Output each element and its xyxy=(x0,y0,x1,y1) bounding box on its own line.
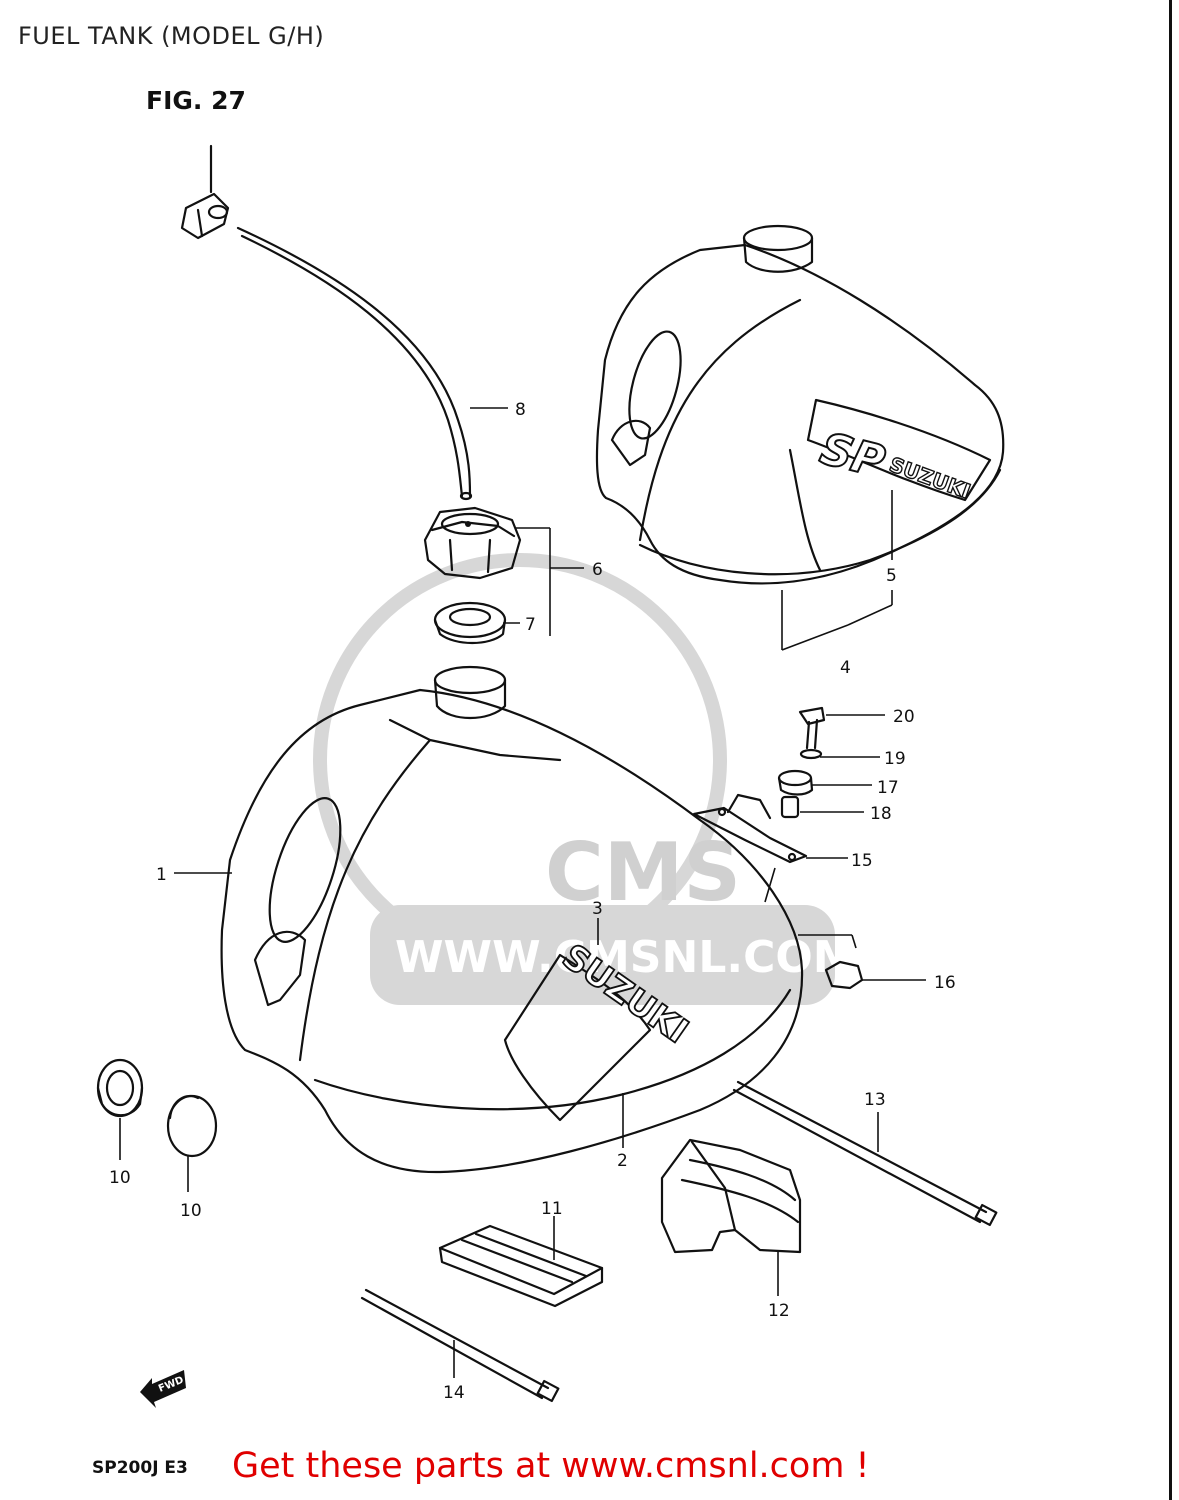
tank-cushion xyxy=(438,1216,604,1308)
fuel-cap xyxy=(423,506,522,580)
callout-3: 3 xyxy=(592,899,603,919)
forward-arrow-icon: FWD xyxy=(140,1370,186,1408)
promo-link[interactable]: Get these parts at www.cmsnl.com ! xyxy=(232,1446,870,1486)
mount-nut xyxy=(824,960,926,990)
figure-label: FIG. 27 xyxy=(146,86,246,115)
mounting-hardware xyxy=(692,706,885,949)
callout-10b: 10 xyxy=(180,1201,202,1221)
upper-tank-logo: SP xyxy=(815,423,889,488)
damper-b xyxy=(166,1094,218,1192)
callout-6: 6 xyxy=(592,560,603,580)
watermark-brand: CMS xyxy=(545,826,741,919)
cable-tie-a xyxy=(732,1080,998,1227)
callouts: 1 2 3 4 5 6 7 8 10 10 11 12 13 14 15 16 … xyxy=(109,400,956,1403)
callout-17: 17 xyxy=(877,778,899,798)
callout-7: 7 xyxy=(525,615,536,635)
damper-a xyxy=(96,1058,144,1160)
fuel-tank-upper: SP SUZUKI xyxy=(595,224,1005,651)
cap-gasket xyxy=(433,601,507,644)
bracket-6-7 xyxy=(503,527,584,636)
callout-14: 14 xyxy=(443,1383,465,1403)
callout-20: 20 xyxy=(893,707,915,727)
rubber-cover xyxy=(660,1138,802,1296)
hose-clip xyxy=(180,144,230,240)
callout-10a: 10 xyxy=(109,1168,131,1188)
callout-16: 16 xyxy=(934,973,956,993)
callout-5: 5 xyxy=(886,566,897,586)
model-code: SP200J E3 xyxy=(92,1458,188,1478)
callout-18: 18 xyxy=(870,804,892,824)
breather-hose xyxy=(236,226,473,501)
callout-1: 1 xyxy=(156,865,167,885)
callout-12: 12 xyxy=(768,1301,790,1321)
callout-15: 15 xyxy=(851,851,873,871)
watermark-banner xyxy=(370,905,835,1005)
page-edge-rule xyxy=(1169,0,1172,1500)
callout-11: 11 xyxy=(541,1199,563,1219)
cable-tie-b xyxy=(360,1288,560,1403)
callout-2: 2 xyxy=(617,1151,628,1171)
callout-8: 8 xyxy=(515,400,526,420)
upper-tank-brand: SUZUKI xyxy=(886,452,973,503)
page-title: FUEL TANK (MODEL G/H) xyxy=(18,22,325,50)
callout-4: 4 xyxy=(840,658,851,678)
watermark-text: WWW.CMSNL.COM xyxy=(395,932,857,983)
watermark: WWW.CMSNL.COM CMS xyxy=(313,553,857,1005)
callout-19: 19 xyxy=(884,749,906,769)
callout-13: 13 xyxy=(864,1090,886,1110)
